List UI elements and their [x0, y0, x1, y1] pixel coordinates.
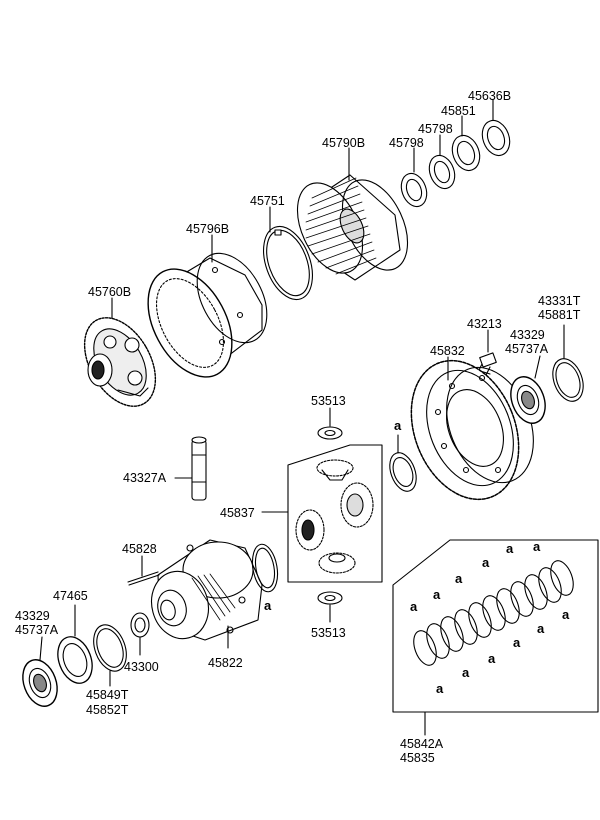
bearing-43329-left — [22, 659, 58, 707]
callout-a-case: a — [264, 598, 272, 613]
label-43300: 43300 — [124, 660, 159, 674]
callout-a-3: a — [482, 555, 490, 570]
washer-53513-top — [317, 426, 343, 440]
washer-45851 — [451, 134, 481, 172]
callout-a-6: a — [410, 599, 418, 614]
snap-ring-45751 — [263, 225, 313, 301]
label-45636B: 45636B — [468, 89, 512, 103]
callout-a-9: a — [513, 635, 521, 650]
pinion-shaft-43327A — [191, 436, 207, 501]
differential-case-45822 — [151, 539, 263, 641]
label-45851: 45851 — [441, 104, 476, 118]
label-45832: 45832 — [430, 344, 465, 358]
callout-a-11: a — [462, 665, 470, 680]
washer-a-case — [251, 543, 279, 593]
pin-45828 — [127, 571, 160, 586]
callout-a-7: a — [562, 607, 570, 622]
label-43329-right: 43329 — [510, 328, 545, 342]
label-45790B: 45790B — [322, 136, 366, 150]
clutch-drum-45790B — [296, 174, 409, 281]
shim-kit-box — [392, 539, 599, 736]
label-45828: 45828 — [122, 542, 157, 556]
shim-45849T — [93, 624, 127, 672]
shim-stack — [413, 560, 574, 666]
label-45835: 45835 — [400, 751, 435, 765]
label-45798-a: 45798 — [389, 136, 424, 150]
label-45737A-right: 45737A — [505, 342, 549, 356]
washer-45798-a — [400, 172, 428, 208]
label-45852T: 45852T — [86, 703, 129, 717]
callout-a-12: a — [436, 681, 444, 696]
gear-set-box-45837 — [261, 444, 383, 583]
washer-45636B — [481, 119, 511, 157]
washer-53513-bottom — [317, 591, 343, 605]
label-45837: 45837 — [220, 506, 255, 520]
planet-carrier-45760B — [83, 317, 157, 407]
label-45881T: 45881T — [538, 308, 581, 322]
label-45760B: 45760B — [88, 285, 132, 299]
label-43213: 43213 — [467, 317, 502, 331]
shim-43331T — [552, 358, 584, 402]
callout-a-ring-gear: a — [394, 418, 402, 433]
label-47465: 47465 — [53, 589, 88, 603]
label-43331T: 43331T — [538, 294, 581, 308]
label-45798-b: 45798 — [418, 122, 453, 136]
washer-45798-b — [428, 154, 456, 190]
label-45849T: 45849T — [86, 688, 129, 702]
label-43327A: 43327A — [123, 471, 167, 485]
bearing-43329-right — [510, 376, 546, 424]
label-45737A-left: 45737A — [15, 623, 59, 637]
label-43329-left: 43329 — [15, 609, 50, 623]
bearing-race-47465 — [57, 636, 93, 684]
callout-a-4: a — [455, 571, 463, 586]
label-45796B: 45796B — [186, 222, 230, 236]
label-53513-bottom: 53513 — [311, 626, 346, 640]
ring-gear-45796B — [147, 252, 268, 378]
callout-a-1: a — [533, 539, 541, 554]
callout-a-10: a — [488, 651, 496, 666]
differential-ring-gear-45832 — [410, 359, 534, 501]
label-45822: 45822 — [208, 656, 243, 670]
washer-a-ring-gear — [389, 452, 417, 492]
callout-a-5: a — [433, 587, 441, 602]
label-53513-top: 53513 — [311, 394, 346, 408]
callout-a-2: a — [506, 541, 514, 556]
label-45842A: 45842A — [400, 737, 444, 751]
label-45751: 45751 — [250, 194, 285, 208]
callout-a-8: a — [537, 621, 545, 636]
bushing-43300 — [130, 612, 150, 638]
